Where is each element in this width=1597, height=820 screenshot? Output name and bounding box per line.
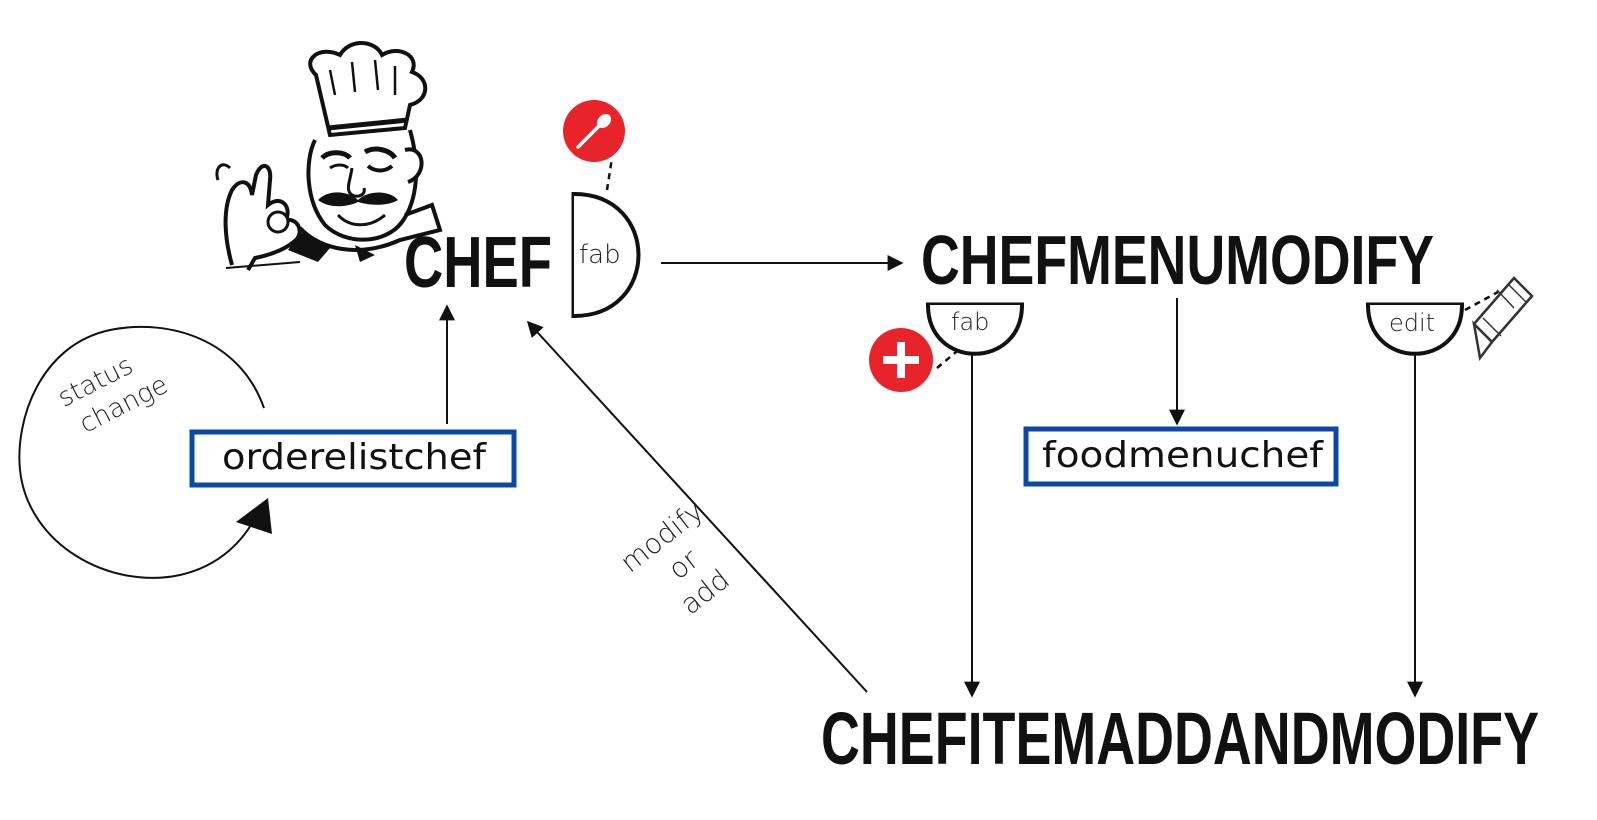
status-change-loop (18, 325, 265, 579)
plus-connector (936, 346, 963, 369)
menu-edit[interactable]: edit (1366, 302, 1464, 356)
pencil-icon[interactable] (1472, 276, 1534, 362)
menu-edit-label: edit (1389, 309, 1435, 337)
chef-illustration (215, 41, 443, 272)
plus-icon[interactable] (869, 328, 933, 392)
spoon-connector (605, 157, 614, 191)
arrow-item-add-modify-to-chef (526, 320, 868, 693)
food-menu-list-label: foodmenuchef (1042, 435, 1324, 476)
spoon-icon[interactable] (563, 100, 625, 162)
food-menu-list[interactable]: foodmenuchef (1023, 426, 1339, 487)
order-list[interactable]: orderelistchef (189, 429, 517, 488)
screen-title-chef-menu-modify: CHEFMENUMODIFY (921, 221, 1434, 299)
modify-or-add-note: modify or add (614, 494, 736, 621)
status-change-note: status change (53, 351, 173, 440)
order-list-label: orderelistchef (222, 437, 487, 478)
screen-title-chef: CHEF (404, 223, 552, 303)
menu-fab-label: fab (951, 308, 989, 336)
status-change-arrowhead (236, 498, 272, 534)
menu-fab[interactable]: fab (926, 302, 1024, 356)
screen-title-chef-item-add-modify: CHEFITEMADDANDMODIFY (821, 697, 1539, 780)
chef-fab[interactable]: fab (571, 192, 641, 318)
chef-fab-label: fab (579, 240, 621, 270)
